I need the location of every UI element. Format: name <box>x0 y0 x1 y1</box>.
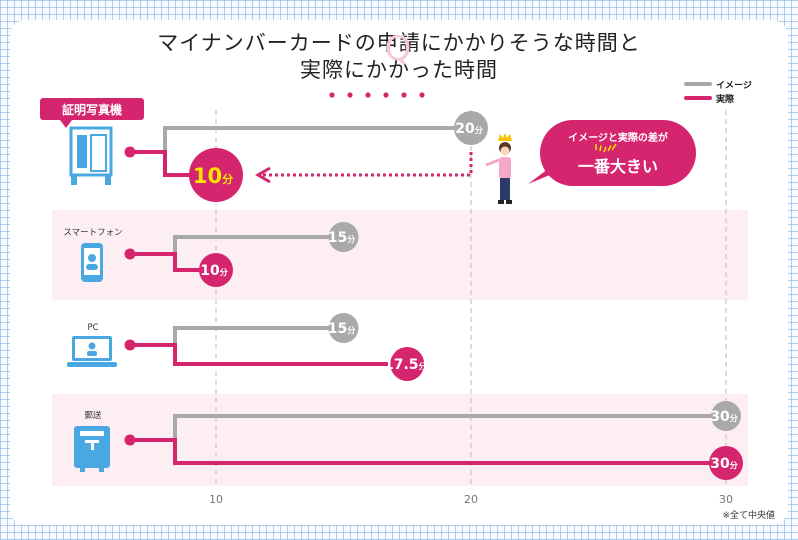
actual-connector <box>130 438 726 465</box>
row-dot <box>124 339 136 351</box>
crown-icon <box>498 133 512 141</box>
person-illustration <box>485 133 512 204</box>
actual-marker <box>390 347 425 381</box>
image-marker <box>328 222 359 252</box>
arrowhead-icon <box>255 166 271 184</box>
question-watermark: Q <box>385 29 412 69</box>
title-dot <box>383 92 389 98</box>
image-marker <box>711 401 741 431</box>
actual-value-label: 17.5分 <box>384 357 427 373</box>
image-marker <box>328 313 359 343</box>
category-tag-pointer <box>60 120 72 128</box>
legend-label: 実際 <box>716 93 735 105</box>
actual-connector <box>130 343 408 366</box>
sparkle-icon <box>607 145 612 152</box>
x-tick-label: 30 <box>719 493 733 506</box>
chart-title: マイナンバーカードの申請にかかりそうな時間と 実際にかかった時間 <box>157 31 641 82</box>
footnote: ※全て中央値 <box>722 509 775 521</box>
image-connector <box>173 414 726 440</box>
sparkle-icon <box>599 145 602 152</box>
category-label: 証明写真機 <box>62 102 122 117</box>
actual-connector <box>130 252 216 272</box>
title-dot <box>347 92 353 98</box>
actual-marker <box>199 253 233 287</box>
callout-line2: 一番大きい <box>578 157 658 176</box>
sparkle-icon <box>611 143 617 151</box>
laptop-icon <box>67 336 117 367</box>
title-dot <box>365 92 371 98</box>
category-tag <box>40 98 144 120</box>
legend-label: イメージ <box>716 80 752 91</box>
photo-booth-icon <box>69 126 113 185</box>
actual-marker <box>189 148 243 202</box>
actual-marker <box>709 446 743 480</box>
image-connector <box>163 126 471 152</box>
image-connector <box>173 326 344 345</box>
difference-arrow <box>262 152 473 177</box>
row-dot <box>124 434 136 446</box>
row-dot <box>124 248 136 260</box>
title-dot <box>329 92 335 98</box>
callout-line1: イメージと実際の差が <box>568 131 669 144</box>
row-dot <box>124 146 136 158</box>
smartphone-icon <box>81 243 103 282</box>
image-marker <box>454 111 488 145</box>
title-dot <box>401 92 407 98</box>
category-label: スマートフォン <box>63 228 122 238</box>
category-label: PC <box>87 323 98 333</box>
postbox-icon <box>74 426 110 472</box>
x-tick-label: 10 <box>209 493 223 506</box>
category-label: 郵送 <box>84 410 102 421</box>
title-dot <box>419 92 425 98</box>
sparkle-icon <box>603 146 607 153</box>
x-tick-label: 20 <box>464 493 478 506</box>
image-connector <box>173 235 344 254</box>
callout-bubble <box>540 120 696 186</box>
